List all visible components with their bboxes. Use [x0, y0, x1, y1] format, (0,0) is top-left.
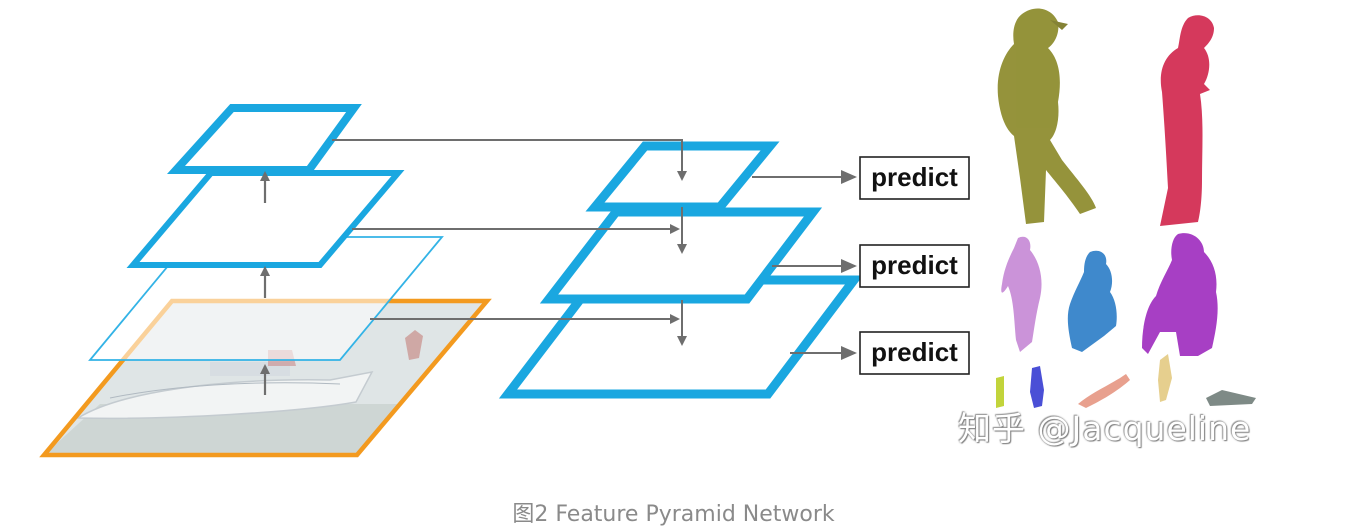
mask-small-blue — [1030, 366, 1044, 408]
mask-person-pink — [1001, 236, 1042, 352]
predict-box-3: predict — [859, 331, 970, 375]
watermark-text: 知乎 @Jacqueline — [958, 409, 1252, 448]
mask-person-blue — [1067, 250, 1117, 352]
mask-person-olive — [997, 8, 1096, 224]
figure-caption: 图2 Feature Pyramid Network — [512, 502, 835, 527]
mask-small-yellow-green — [996, 376, 1004, 408]
mask-person-purple — [1142, 233, 1218, 356]
top-down-layer-medium — [539, 207, 823, 304]
lateral-connection-top — [332, 139, 687, 181]
mask-small-gray — [1206, 390, 1256, 406]
mask-small-tan — [1158, 354, 1172, 402]
predict-label-2: predict — [871, 250, 958, 280]
bottom-up-layer-4 — [166, 104, 362, 174]
mask-small-salmon — [1078, 374, 1130, 408]
predict-label-3: predict — [871, 337, 958, 367]
predict-box-2: predict — [859, 244, 970, 288]
bottom-up-layer-3 — [126, 170, 405, 268]
mask-person-red — [1160, 15, 1214, 227]
predict-label-1: predict — [871, 162, 958, 192]
segmentation-results — [996, 8, 1256, 408]
predict-box-1: predict — [859, 156, 970, 200]
